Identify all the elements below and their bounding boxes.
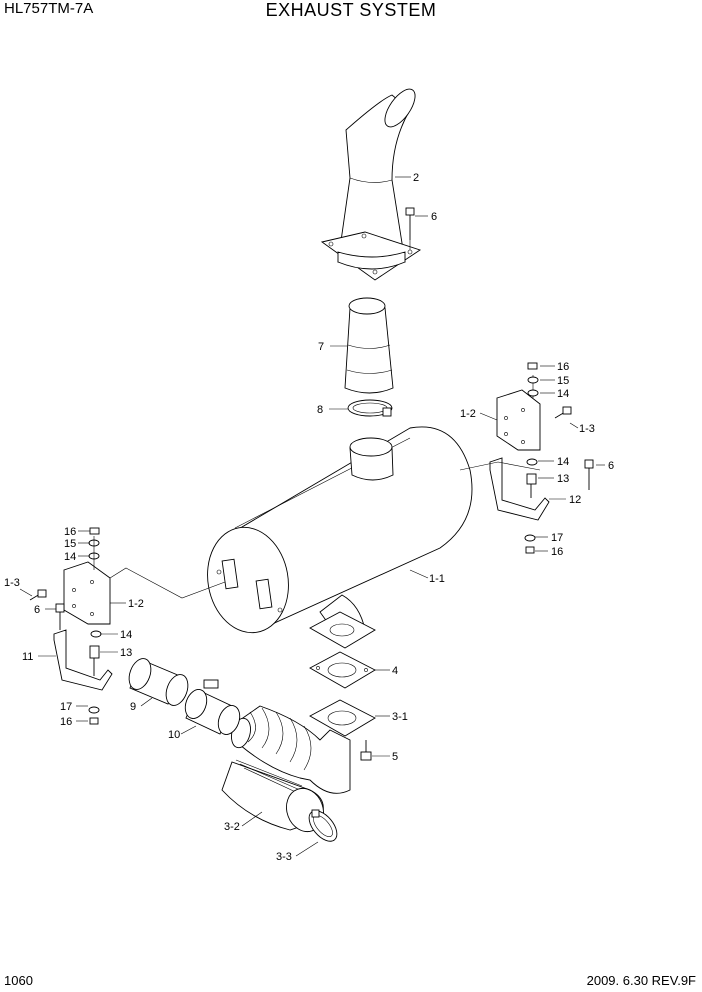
callout-4: 4 [392, 665, 398, 677]
callout-14: 14 [64, 551, 76, 563]
pipe [344, 297, 394, 394]
callout-1-2: 1-2 [460, 408, 476, 420]
callout-2: 2 [413, 172, 419, 184]
callout-6: 6 [431, 211, 437, 223]
flex-bellows [231, 705, 351, 794]
callout-1-2: 1-2 [128, 598, 144, 610]
callout-15: 15 [64, 538, 76, 550]
callout-13: 13 [120, 647, 132, 659]
clamp-3-3 [308, 809, 338, 842]
callout-1-3: 1-3 [4, 577, 20, 589]
revision-date: 2009. 6.30 REV.9F [586, 973, 696, 988]
clamp-8 [347, 399, 393, 417]
callout-13: 13 [557, 473, 569, 485]
callout-9: 9 [130, 701, 136, 713]
bolt-5 [360, 740, 372, 761]
callout-17: 17 [60, 701, 72, 713]
right-mount-bracket [459, 362, 594, 554]
callout-14: 14 [557, 456, 569, 468]
flange-top [309, 611, 376, 649]
callout-labels: 2 6 7 8 16 15 14 1-2 1-3 14 6 13 12 17 1… [4, 172, 614, 863]
callout-16: 16 [551, 546, 563, 558]
callout-15: 15 [557, 375, 569, 387]
pipe-9 [128, 658, 189, 706]
callout-16: 16 [64, 526, 76, 538]
callout-14: 14 [557, 388, 569, 400]
flange-3-1 [309, 699, 376, 737]
page-number: 1060 [4, 973, 33, 988]
callout-3-1: 3-1 [392, 711, 408, 723]
callout-6: 6 [34, 604, 40, 616]
callout-1-1: 1-1 [429, 573, 445, 585]
callout-12: 12 [569, 494, 581, 506]
callout-17: 17 [551, 532, 563, 544]
bolt-6-top [405, 207, 415, 250]
callout-3-2: 3-2 [224, 821, 240, 833]
callout-11: 11 [22, 651, 33, 663]
leader-lines [19, 176, 605, 857]
callout-10: 10 [168, 729, 180, 741]
callout-16: 16 [60, 716, 72, 728]
clamp-10 [184, 679, 241, 735]
exhaust-stack [320, 88, 422, 281]
left-mount-bracket [29, 527, 226, 725]
callout-1-3: 1-3 [579, 423, 595, 435]
callout-16: 16 [557, 361, 569, 373]
model-number: HL757TM-7A [4, 0, 94, 17]
callout-8: 8 [317, 404, 323, 416]
muffler [207, 426, 473, 641]
callout-14: 14 [120, 629, 132, 641]
callout-3-3: 3-3 [276, 851, 292, 863]
gasket-4 [309, 651, 376, 689]
page-title: EXHAUST SYSTEM [265, 0, 437, 20]
callout-6: 6 [608, 460, 614, 472]
callout-5: 5 [392, 751, 398, 763]
callout-7: 7 [318, 341, 324, 353]
